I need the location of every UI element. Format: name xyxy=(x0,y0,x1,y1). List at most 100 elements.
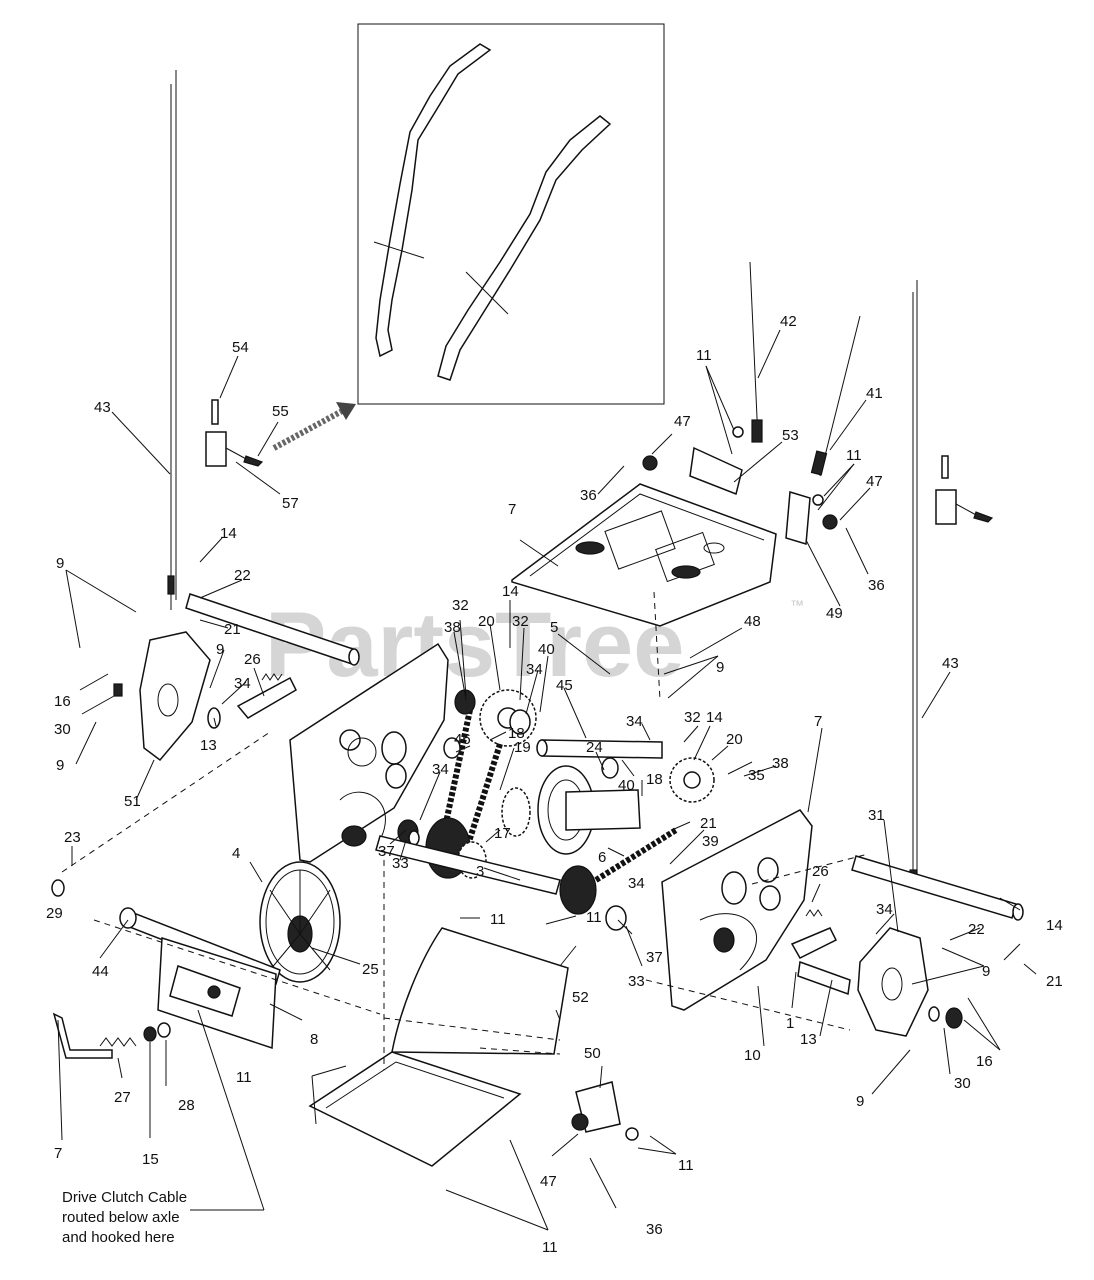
shaft-45 xyxy=(536,739,663,759)
label-11-d: 11 xyxy=(846,447,862,464)
handle-bracket-right xyxy=(935,455,994,525)
label-4: 4 xyxy=(232,845,240,862)
label-19: 19 xyxy=(514,739,531,756)
label-9-b: 9 xyxy=(216,641,224,658)
left-gearbox-cover xyxy=(113,631,211,762)
bracket-49 xyxy=(785,491,838,545)
label-44: 44 xyxy=(92,963,109,980)
label-18-b: 18 xyxy=(646,771,663,788)
label-20-b: 20 xyxy=(726,731,743,748)
label-5: 5 xyxy=(550,619,558,636)
label-37-a: 37 xyxy=(378,843,395,860)
label-14-c: 14 xyxy=(706,709,723,726)
right-side-plate xyxy=(661,809,813,1011)
label-40-b: 40 xyxy=(618,777,635,794)
label-32-c: 32 xyxy=(684,709,701,726)
label-34-c: 34 xyxy=(432,761,449,778)
label-30-right: 30 xyxy=(954,1075,971,1092)
label-29: 29 xyxy=(46,905,63,922)
label-53: 53 xyxy=(782,427,799,444)
label-42: 42 xyxy=(780,313,797,330)
sprocket-19 xyxy=(501,787,531,837)
label-34-d: 34 xyxy=(626,713,643,730)
label-47-c: 47 xyxy=(540,1173,557,1190)
axle-upper xyxy=(185,593,360,666)
drive-wheel-4 xyxy=(259,861,341,983)
cable-43-left xyxy=(167,70,177,610)
label-21-left: 21 xyxy=(224,621,241,638)
label-20-a: 20 xyxy=(478,613,495,630)
label-11-h: 11 xyxy=(542,1239,558,1256)
axle-right xyxy=(797,855,1024,996)
label-7-c: 7 xyxy=(814,713,822,730)
label-11-e: 11 xyxy=(586,909,602,926)
label-9-a: 9 xyxy=(56,555,64,572)
label-37-b: 37 xyxy=(646,949,663,966)
label-43-right: 43 xyxy=(942,655,959,672)
label-47-b: 47 xyxy=(866,473,883,490)
spring-26-right xyxy=(790,909,838,959)
label-3: 3 xyxy=(476,863,484,880)
label-15: 15 xyxy=(142,1151,159,1168)
label-30-left: 30 xyxy=(54,721,71,738)
label-11-g: 11 xyxy=(678,1157,694,1174)
label-16-left: 16 xyxy=(54,693,71,710)
label-35: 35 xyxy=(748,767,765,784)
label-36-b: 36 xyxy=(868,577,885,594)
label-11-c: 11 xyxy=(696,347,712,364)
bracket-53 xyxy=(642,426,744,496)
label-33-b: 33 xyxy=(628,973,645,990)
leader-lines xyxy=(57,329,1037,1231)
right-gearbox-cover xyxy=(857,927,963,1037)
bushings-left xyxy=(397,689,531,846)
axle-3 xyxy=(375,835,627,931)
label-18-a: 18 xyxy=(508,725,525,742)
label-11-a: 11 xyxy=(236,1069,252,1086)
label-41: 41 xyxy=(866,385,883,402)
note-line-3: and hooked here xyxy=(62,1229,175,1246)
label-14-b: 14 xyxy=(502,583,519,600)
cable-43-right xyxy=(909,280,918,887)
spring-27 xyxy=(52,1012,137,1059)
label-51: 51 xyxy=(124,793,141,810)
label-33-a: 33 xyxy=(392,855,409,872)
bracket-50 xyxy=(571,1081,639,1141)
label-43-left: 43 xyxy=(94,399,111,416)
label-38-a: 38 xyxy=(444,619,461,636)
label-23: 23 xyxy=(64,829,81,846)
left-side-plate xyxy=(289,642,449,863)
label-54: 54 xyxy=(232,339,249,356)
label-24: 24 xyxy=(586,739,603,756)
label-7-b: 7 xyxy=(508,501,516,518)
friction-wheel-hub-6 xyxy=(537,757,641,855)
inset-pointer-arrow xyxy=(272,402,356,451)
label-50: 50 xyxy=(584,1045,601,1062)
label-9-e: 9 xyxy=(982,963,990,980)
label-22-right: 22 xyxy=(968,921,985,938)
part-labels: 54 43 55 57 14 22 9 21 9 26 16 34 30 9 1… xyxy=(46,313,1063,1256)
label-6: 6 xyxy=(598,849,606,866)
label-14-d: 14 xyxy=(1046,917,1063,934)
frame-top-plate xyxy=(511,483,777,627)
label-32-b: 32 xyxy=(512,613,529,630)
label-48: 48 xyxy=(744,613,761,630)
label-26-left: 26 xyxy=(244,651,261,668)
label-49: 49 xyxy=(826,605,843,622)
label-27: 27 xyxy=(114,1089,131,1106)
label-25: 25 xyxy=(362,961,379,978)
watermark-trademark: ™ xyxy=(790,597,804,613)
label-57: 57 xyxy=(282,495,299,512)
label-21-b: 21 xyxy=(700,815,717,832)
label-22-left: 22 xyxy=(234,567,251,584)
handle-bracket-left xyxy=(205,399,264,467)
label-31: 31 xyxy=(868,807,885,824)
shroud-52 xyxy=(391,927,569,1055)
label-46: 46 xyxy=(454,731,471,748)
label-14-left: 14 xyxy=(220,525,237,542)
label-21-c: 21 xyxy=(1046,973,1063,990)
label-26-right: 26 xyxy=(812,863,829,880)
label-38-b: 38 xyxy=(772,755,789,772)
label-13-left: 13 xyxy=(200,737,217,754)
label-16-right: 16 xyxy=(976,1053,993,1070)
